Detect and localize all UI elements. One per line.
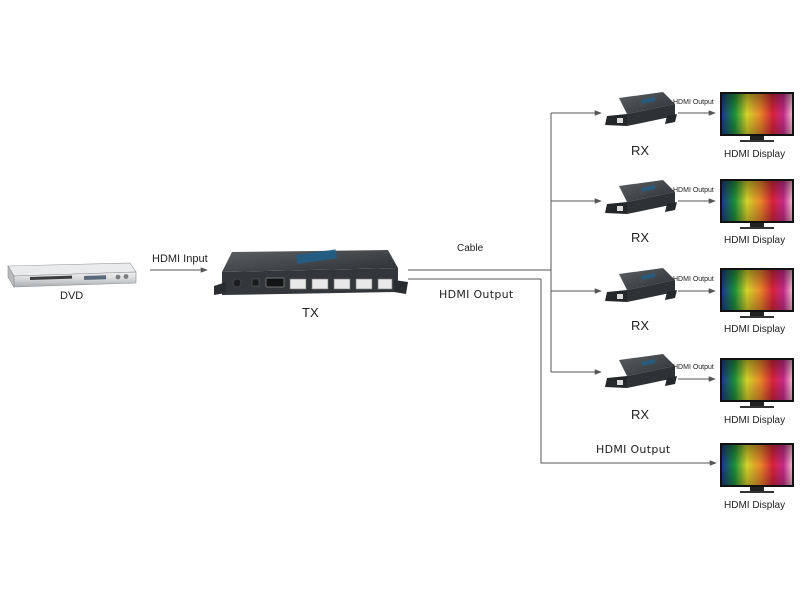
cable-label: Cable [457,243,484,254]
rx-output-label-4: HDMI Output [673,364,714,371]
display-label-5: HDMI Display [724,500,786,511]
rx-label-4: RX [631,407,650,422]
receiver-icon-4 [605,354,677,388]
transmitter-icon [214,249,408,295]
tx-label: TX [302,305,319,320]
display-label-1: HDMI Display [724,149,786,160]
receiver-icon-2 [605,180,677,214]
loop-hdmi-output-label: HDMI Output [596,443,671,456]
loop-output-line [540,279,717,466]
display-icon-1 [720,92,794,142]
receiver-icon-1 [605,92,677,126]
rx-output-label-3: HDMI Output [673,276,714,283]
dvd-label: DVD [60,290,84,302]
rx-output-label-2: HDMI Output [673,187,714,194]
hdmi-input-label: HDMI Input [152,253,208,265]
connection-lines [150,110,717,466]
rx-output-label-1: HDMI Output [673,99,714,106]
display-icon-5 [720,443,794,493]
display-icon-2 [720,179,794,229]
display-icon-3 [720,268,794,318]
display-label-3: HDMI Display [724,324,786,335]
rx-label-3: RX [631,318,650,333]
rx-label-2: RX [631,230,650,245]
local-hdmi-output-label: HDMI Output [439,288,514,301]
dvd-player-icon [7,262,137,289]
rx-label-1: RX [631,143,650,158]
display-label-2: HDMI Display [724,235,786,246]
display-label-4: HDMI Display [724,415,786,426]
display-icon-4 [720,358,794,408]
receiver-icon-3 [605,268,677,302]
